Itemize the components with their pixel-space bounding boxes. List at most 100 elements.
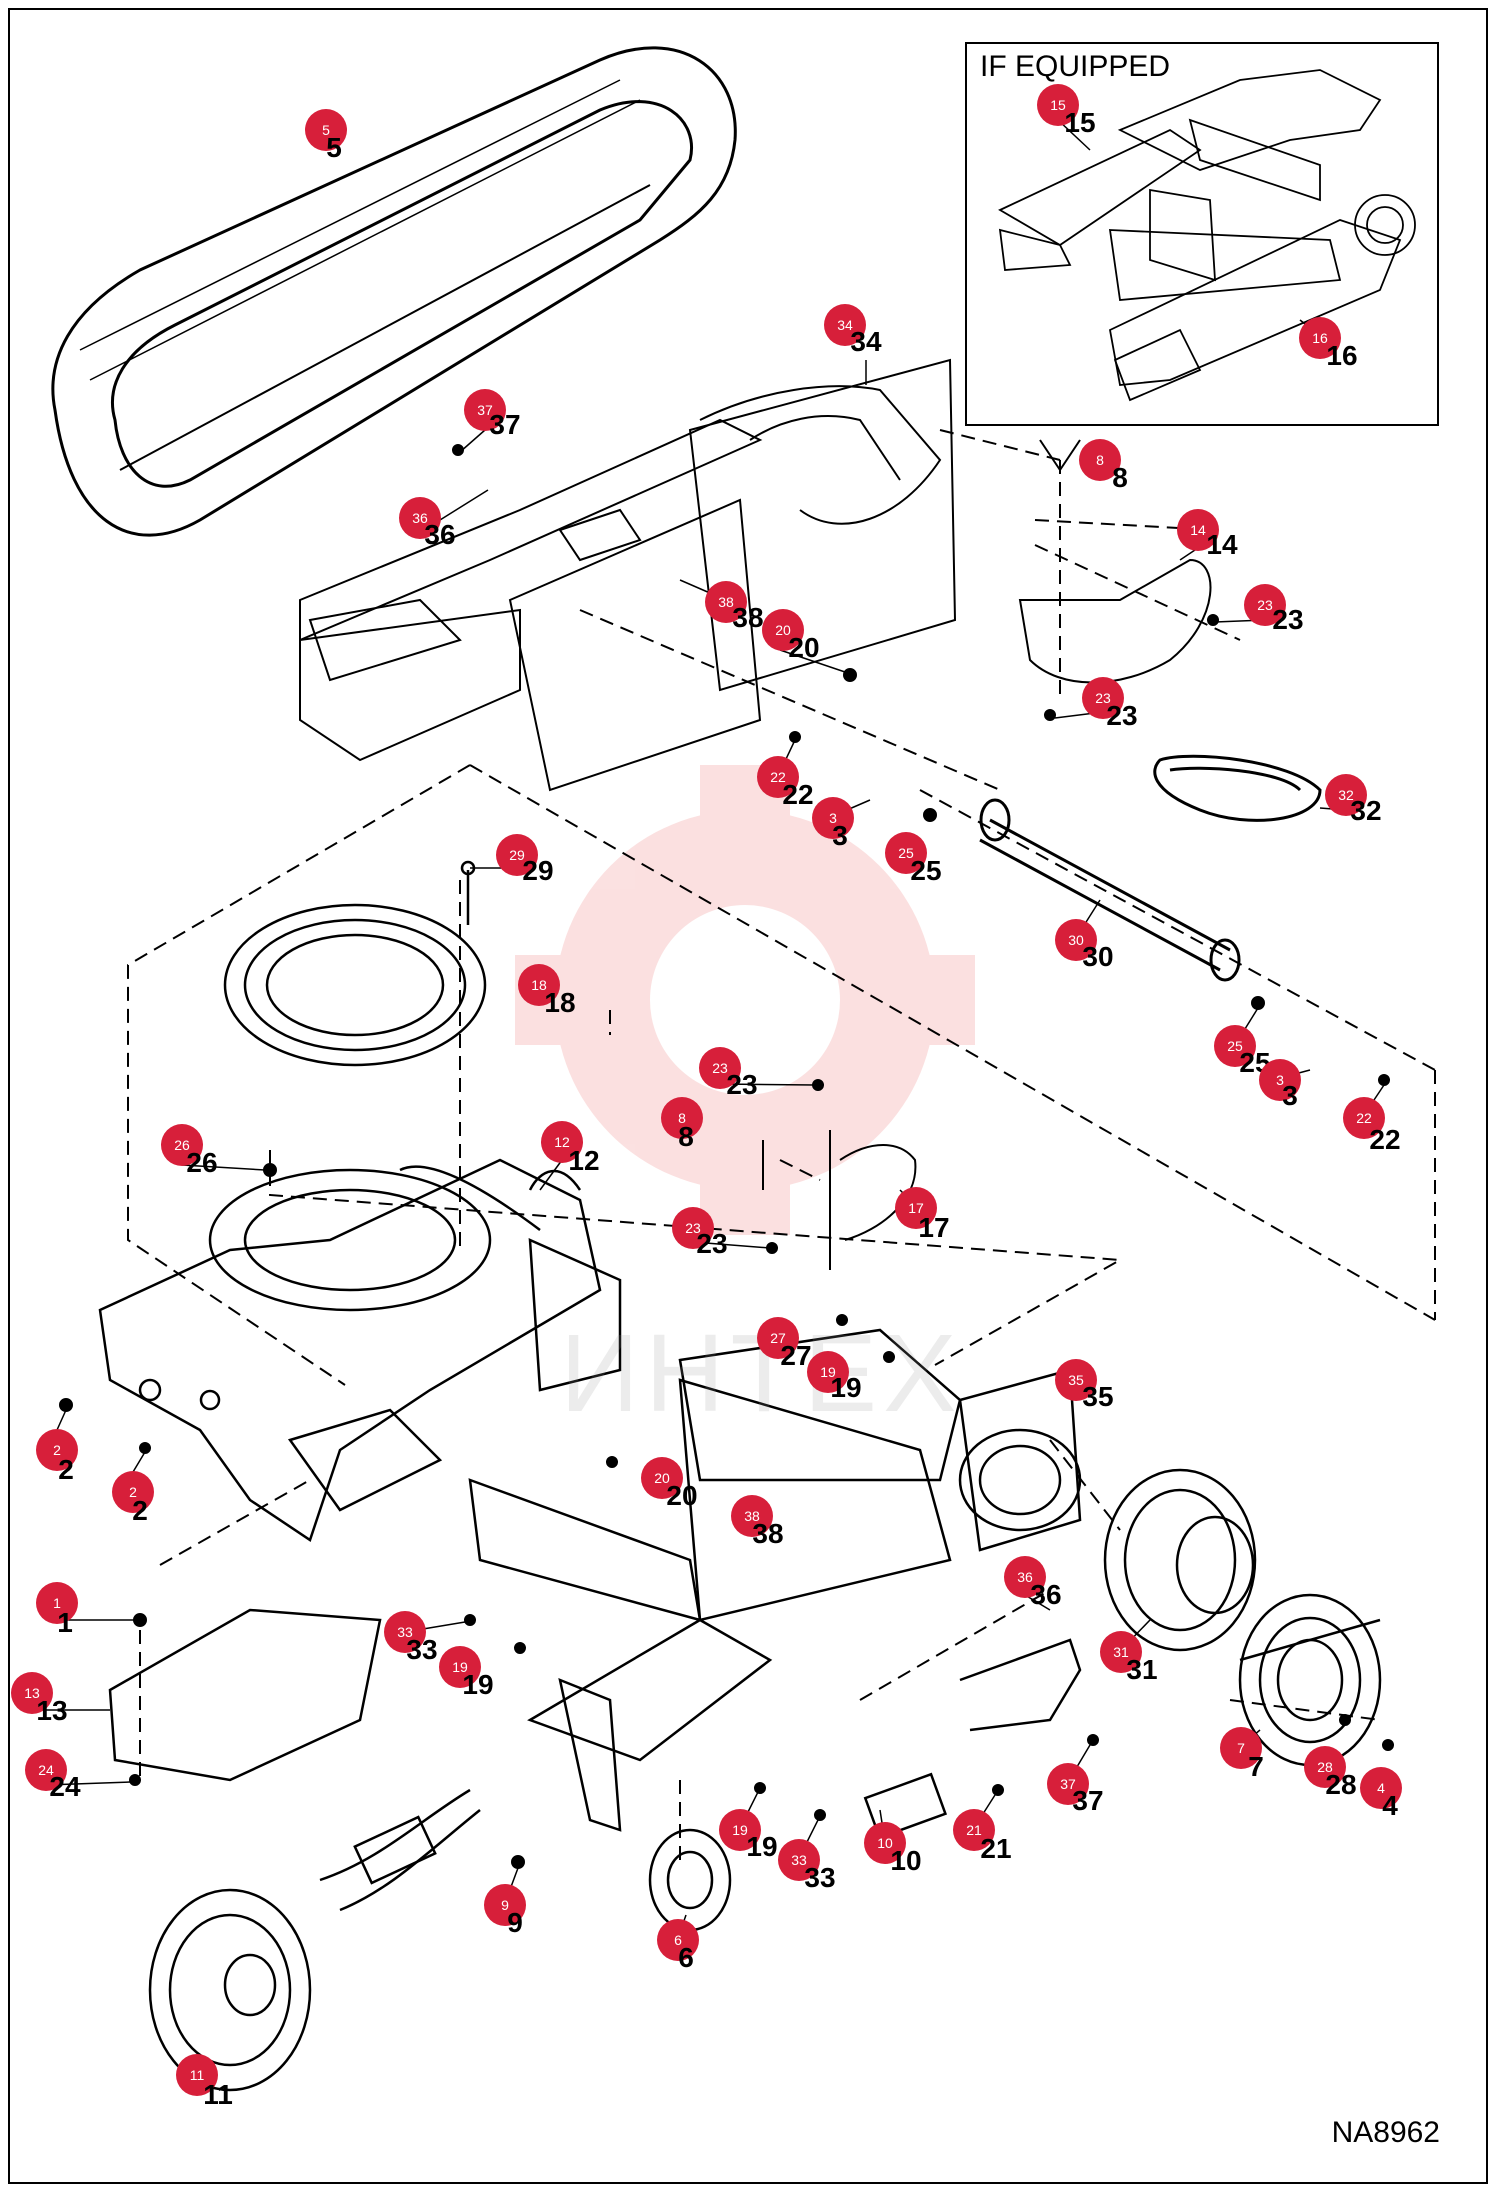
part-number-2: 2 — [132, 1495, 148, 1526]
part-number-17: 17 — [918, 1212, 950, 1243]
part-number-31: 31 — [1126, 1654, 1158, 1685]
callout-badge-37: 37 — [464, 389, 506, 431]
callout-badge-36: 36 — [1004, 1556, 1046, 1598]
part-number-13: 13 — [36, 1695, 68, 1726]
part-number-1: 1 — [57, 1607, 73, 1638]
part-number-20: 20 — [666, 1480, 698, 1511]
part-number-23: 23 — [1272, 604, 1304, 635]
part-number-8: 8 — [678, 1121, 694, 1152]
callout-badge-9: 9 — [484, 1884, 526, 1926]
callout-badge-30: 30 — [1055, 919, 1097, 961]
part-number-27: 27 — [780, 1340, 812, 1371]
callout-badge-26: 26 — [161, 1124, 203, 1166]
lower-track-frame — [108, 1328, 1082, 1832]
callout-badge-4: 4 — [1360, 1767, 1402, 1809]
callout-badge-10: 10 — [864, 1822, 906, 1864]
main-lower-frame — [98, 1158, 622, 1542]
part-number-19: 19 — [830, 1372, 862, 1403]
part-number-20: 20 — [788, 632, 820, 663]
callout-badge-18: 18 — [518, 964, 560, 1006]
callout-badge-19: 19 — [439, 1646, 481, 1688]
part-number-38: 38 — [732, 602, 764, 633]
part-number-15: 15 — [1064, 107, 1096, 138]
part-number-26: 26 — [186, 1147, 218, 1178]
part-number-30: 30 — [1082, 941, 1114, 972]
callout-badge-20: 20 — [641, 1457, 683, 1499]
part-number-23: 23 — [696, 1228, 728, 1259]
part-number-23: 23 — [1106, 700, 1138, 731]
part-number-10: 10 — [890, 1845, 922, 1876]
assembly-guide-lines — [127, 429, 1436, 1860]
part-number-21: 21 — [980, 1833, 1012, 1864]
part-number-23: 23 — [726, 1069, 758, 1100]
part-number-38: 38 — [752, 1518, 784, 1549]
part-number-36: 36 — [1030, 1579, 1062, 1610]
drawing-reference-code: NA8962 — [1331, 2116, 1440, 2149]
callout-badge-25: 25 — [885, 832, 927, 874]
callout-badge-12: 12 — [541, 1121, 583, 1163]
callout-badge-23: 23 — [699, 1047, 741, 1089]
callout-badge-22: 22 — [1343, 1097, 1385, 1139]
callout-badge-2: 2 — [36, 1429, 78, 1471]
callout-badge-38: 38 — [731, 1495, 773, 1537]
part-number-33: 33 — [406, 1634, 438, 1665]
part-number-36: 36 — [424, 519, 456, 550]
callout-badge-19: 19 — [807, 1351, 849, 1393]
rubber-track — [51, 46, 737, 537]
part-number-14: 14 — [1206, 529, 1238, 560]
callout-badge-33: 33 — [384, 1611, 426, 1653]
callout-badge-20: 20 — [762, 609, 804, 651]
callout-badge-21: 21 — [953, 1809, 995, 1851]
part-number-25: 25 — [910, 855, 942, 886]
callout-badge-35: 35 — [1055, 1359, 1097, 1401]
callout-badge-32: 32 — [1325, 774, 1367, 816]
part-number-37: 37 — [1072, 1785, 1104, 1816]
callout-badge-3: 3 — [1259, 1059, 1301, 1101]
part-number-7: 7 — [1248, 1751, 1264, 1782]
part-number-8: 8 — [1112, 462, 1128, 493]
part-number-18: 18 — [544, 987, 576, 1018]
part-number-6: 6 — [678, 1942, 694, 1973]
part-number-11: 11 — [203, 2079, 233, 2110]
swing-bearing — [223, 860, 487, 1067]
callout-badge-11: 11 — [176, 2054, 218, 2096]
callout-badge-8: 8 — [661, 1097, 703, 1139]
part-number-34: 34 — [850, 326, 882, 357]
if-equipped-inset — [965, 42, 1439, 426]
part-number-22: 22 — [782, 779, 814, 810]
callout-badge-33: 33 — [778, 1839, 820, 1881]
callout-badge-5: 5 — [305, 109, 347, 151]
callout-badge-16: 16 — [1299, 317, 1341, 359]
callout-badge-17: 17 — [895, 1187, 937, 1229]
part-number-5: 5 — [326, 132, 342, 163]
part-number-3: 3 — [832, 820, 848, 851]
part-number-12: 12 — [568, 1145, 600, 1176]
callout-badge-38: 38 — [705, 581, 747, 623]
part-number-35: 35 — [1082, 1381, 1114, 1412]
part-number-33: 33 — [804, 1862, 836, 1893]
callout-badge-14: 14 — [1177, 509, 1219, 551]
callout-badge-3: 3 — [812, 797, 854, 839]
part-number-9: 9 — [507, 1907, 523, 1938]
callout-badge-37: 37 — [1047, 1763, 1089, 1805]
drive-motor-and-sprocket — [1103, 1468, 1382, 1767]
part-number-3: 3 — [1282, 1080, 1298, 1111]
callout-badge-31: 31 — [1100, 1631, 1142, 1673]
callout-badge-28: 28 — [1304, 1746, 1346, 1788]
idler-and-recoil-assembly — [148, 1638, 1082, 2092]
callout-badge-24: 24 — [25, 1749, 67, 1791]
callout-badge-36: 36 — [399, 497, 441, 539]
callout-badge-23: 23 — [672, 1207, 714, 1249]
callout-badge-23: 23 — [1082, 677, 1124, 719]
part-number-32: 32 — [1350, 795, 1382, 826]
part-number-4: 4 — [1382, 1790, 1398, 1821]
part-number-16: 16 — [1326, 340, 1358, 371]
part-number-22: 22 — [1369, 1124, 1401, 1155]
part-number-24: 24 — [49, 1771, 81, 1802]
callout-badge-2: 2 — [112, 1471, 154, 1513]
callout-badge-27: 27 — [757, 1317, 799, 1359]
inset-title: IF EQUIPPED — [980, 50, 1171, 83]
callout-badge-6: 6 — [657, 1919, 699, 1961]
callout-badge-25: 25 — [1214, 1025, 1256, 1067]
